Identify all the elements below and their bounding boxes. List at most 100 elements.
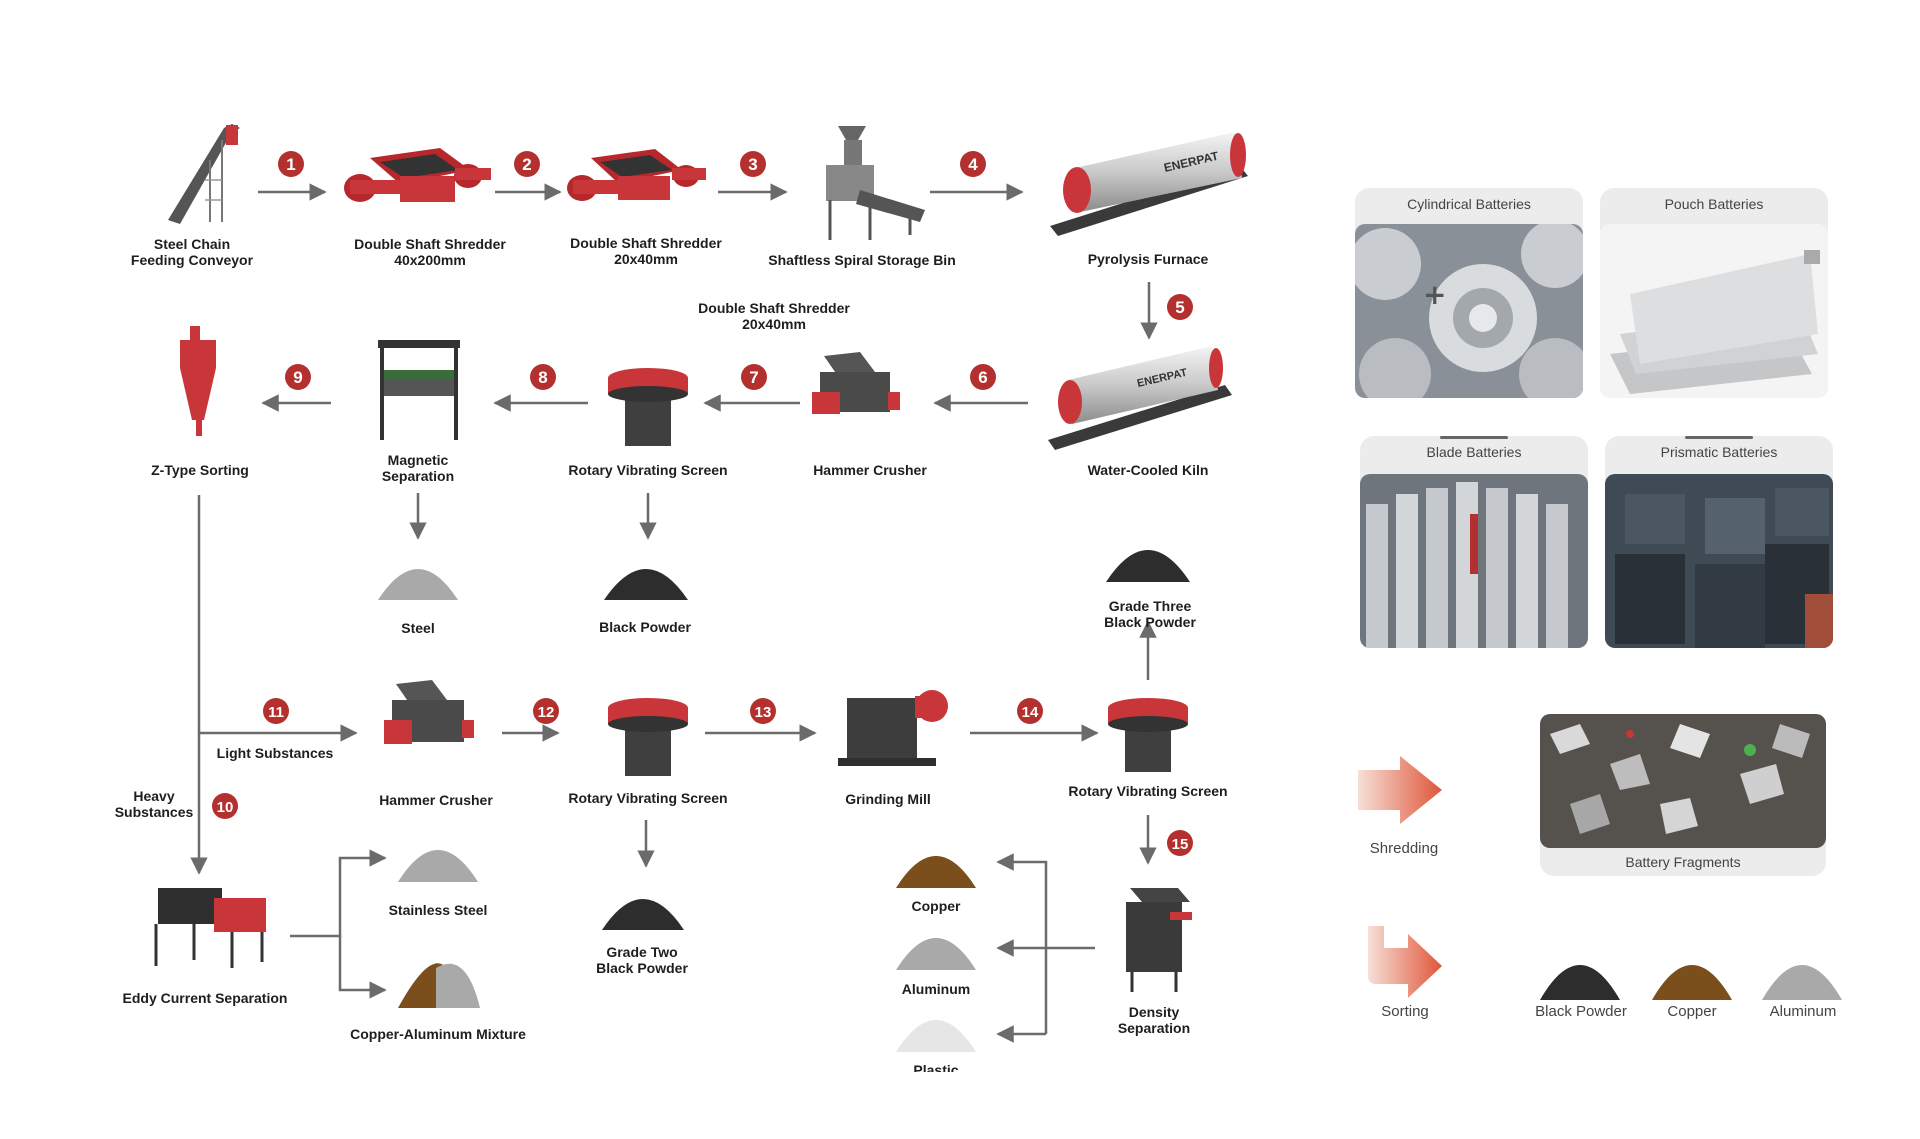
card-title: Prismatic Batteries <box>1660 444 1778 460</box>
shredding-arrow-icon <box>1358 756 1442 824</box>
label-rotary-screen-1: Rotary Vibrating Screen <box>568 462 728 478</box>
card-pouch-batteries: Pouch Batteries <box>1600 188 1828 398</box>
svg-text:7: 7 <box>749 368 758 387</box>
copper-aluminum-pile <box>398 963 448 1008</box>
hammer-crusher-1-illustration <box>812 352 900 414</box>
eddy-current-illustration <box>154 888 266 968</box>
card-prismatic-batteries: Prismatic Batteries <box>1605 436 1833 648</box>
stainless-steel-pile <box>398 850 478 882</box>
legend-copper-swatch <box>1652 965 1732 1000</box>
prismatic-batteries-photo <box>1605 474 1833 648</box>
svg-text:8: 8 <box>538 368 547 387</box>
step-badge-11: 11 <box>263 698 289 724</box>
legend-aluminum-label: Aluminum <box>1769 1003 1837 1020</box>
label-magnetic-separation: Magnetic Separation <box>381 452 455 484</box>
pouch-batteries-photo <box>1600 224 1828 398</box>
svg-text:3: 3 <box>748 155 757 174</box>
label-copper-aluminum: Copper-Aluminum Mixture <box>350 1026 526 1042</box>
label-hammer-crusher-1: Hammer Crusher <box>813 462 927 478</box>
label-grinding-mill: Grinding Mill <box>845 791 931 807</box>
label-rotary-screen-2: Rotary Vibrating Screen <box>568 790 728 806</box>
battery-fragments-photo <box>1540 714 1826 848</box>
pyrolysis-furnace-illustration: ENERPAT <box>1050 132 1248 236</box>
cylindrical-batteries-photo: + <box>1355 224 1583 398</box>
step-badge-6: 6 <box>970 364 996 390</box>
output-piles <box>378 550 1190 1052</box>
card-title: Cylindrical Batteries <box>1407 196 1531 212</box>
label-black-powder: Black Powder <box>599 619 691 635</box>
legend-copper-label: Copper <box>1667 1003 1717 1020</box>
hammer-crusher-2-illustration <box>384 680 474 744</box>
svg-text:9: 9 <box>293 368 302 387</box>
spiral-bin-illustration <box>826 126 925 240</box>
step-badges: 1 2 3 4 5 6 7 8 9 10 11 12 13 14 15 <box>212 151 1193 856</box>
label-grade-two: Grade Two Black Powder <box>596 944 688 976</box>
label-shredder-20x40: Double Shaft Shredder 20x40mm <box>570 235 722 267</box>
rotary-screen-2-illustration <box>608 698 688 776</box>
card-blade-batteries: Blade Batteries <box>1360 436 1588 648</box>
step-badge-12: 12 <box>533 698 559 724</box>
label-z-type-sorting: Z-Type Sorting <box>151 462 249 478</box>
label-heavy-substances: Heavy Substances <box>114 788 194 820</box>
legend-graphics <box>1358 756 1842 1000</box>
rotary-screen-1-illustration <box>608 368 688 446</box>
legend-black-powder-label: Black Powder <box>1535 1003 1627 1020</box>
svg-text:2: 2 <box>522 155 531 174</box>
label-light-substances: Light Substances <box>216 745 334 761</box>
label-shredder-20x40-b: Double Shaft Shredder 20x40mm <box>698 300 850 332</box>
svg-text:4: 4 <box>968 155 978 174</box>
density-separation-illustration <box>1126 888 1192 992</box>
label-grade-three: Grade Three Black Powder <box>1104 598 1196 630</box>
svg-text:6: 6 <box>978 368 987 387</box>
label-density-separation: Density Separation <box>1117 1004 1191 1036</box>
z-type-sorting-illustration <box>180 326 216 436</box>
svg-text:12: 12 <box>538 704 555 721</box>
step-badge-5: 5 <box>1167 294 1193 320</box>
step-badge-2: 2 <box>514 151 540 177</box>
sorting-arrow-icon <box>1368 926 1442 998</box>
label-steel: Steel <box>401 620 435 636</box>
water-cooled-kiln-illustration: ENERPAT <box>1048 346 1232 450</box>
label-plastic: Plastic <box>913 1062 959 1072</box>
card-title: Blade Batteries <box>1426 444 1522 460</box>
aluminum-pile <box>896 938 976 970</box>
svg-text:1: 1 <box>286 155 295 174</box>
step-badge-9: 9 <box>285 364 311 390</box>
svg-text:13: 13 <box>755 704 772 721</box>
step-badge-3: 3 <box>740 151 766 177</box>
label-stainless-steel: Stainless Steel <box>388 902 488 918</box>
label-copper: Copper <box>911 898 961 914</box>
rotary-screen-3-illustration <box>1108 698 1188 772</box>
steel-pile <box>378 569 458 600</box>
steel-chain-conveyor-illustration <box>168 124 240 224</box>
label-rotary-screen-3: Rotary Vibrating Screen <box>1068 783 1228 799</box>
legend-shredding-label: Shredding <box>1369 840 1439 857</box>
battery-fragments-card: Battery Fragments <box>1540 714 1826 876</box>
shredder-20x40-illustration <box>567 149 706 201</box>
svg-text:11: 11 <box>268 704 284 721</box>
step-badge-8: 8 <box>530 364 556 390</box>
blade-batteries-photo <box>1360 474 1588 648</box>
svg-text:15: 15 <box>1172 836 1189 853</box>
battery-fragments-label: Battery Fragments <box>1625 854 1741 870</box>
label-water-cooled-kiln: Water-Cooled Kiln <box>1087 462 1209 478</box>
plastic-pile <box>896 1020 976 1052</box>
black-powder-pile <box>604 569 688 600</box>
magnetic-separation-illustration <box>378 340 460 440</box>
step-badge-15: 15 <box>1167 830 1193 856</box>
legend-black-powder-swatch <box>1540 965 1620 1000</box>
label-hammer-crusher-2: Hammer Crusher <box>379 792 493 808</box>
svg-text:14: 14 <box>1022 704 1039 721</box>
label-steel-chain-conveyor: Steel Chain Feeding Conveyor <box>130 236 254 268</box>
grinding-mill-illustration <box>838 690 948 766</box>
svg-text:+: + <box>1423 278 1446 311</box>
svg-text:5: 5 <box>1175 298 1184 317</box>
legend-sorting-label: Sorting <box>1381 1003 1429 1020</box>
copper-pile <box>896 856 976 888</box>
step-badge-4: 4 <box>960 151 986 177</box>
label-eddy-current: Eddy Current Separation <box>122 990 288 1006</box>
label-aluminum: Aluminum <box>901 981 971 997</box>
card-cylindrical-batteries: Cylindrical Batteries + <box>1355 188 1583 398</box>
label-shredder-40x200: Double Shaft Shredder 40x200mm <box>354 236 506 268</box>
